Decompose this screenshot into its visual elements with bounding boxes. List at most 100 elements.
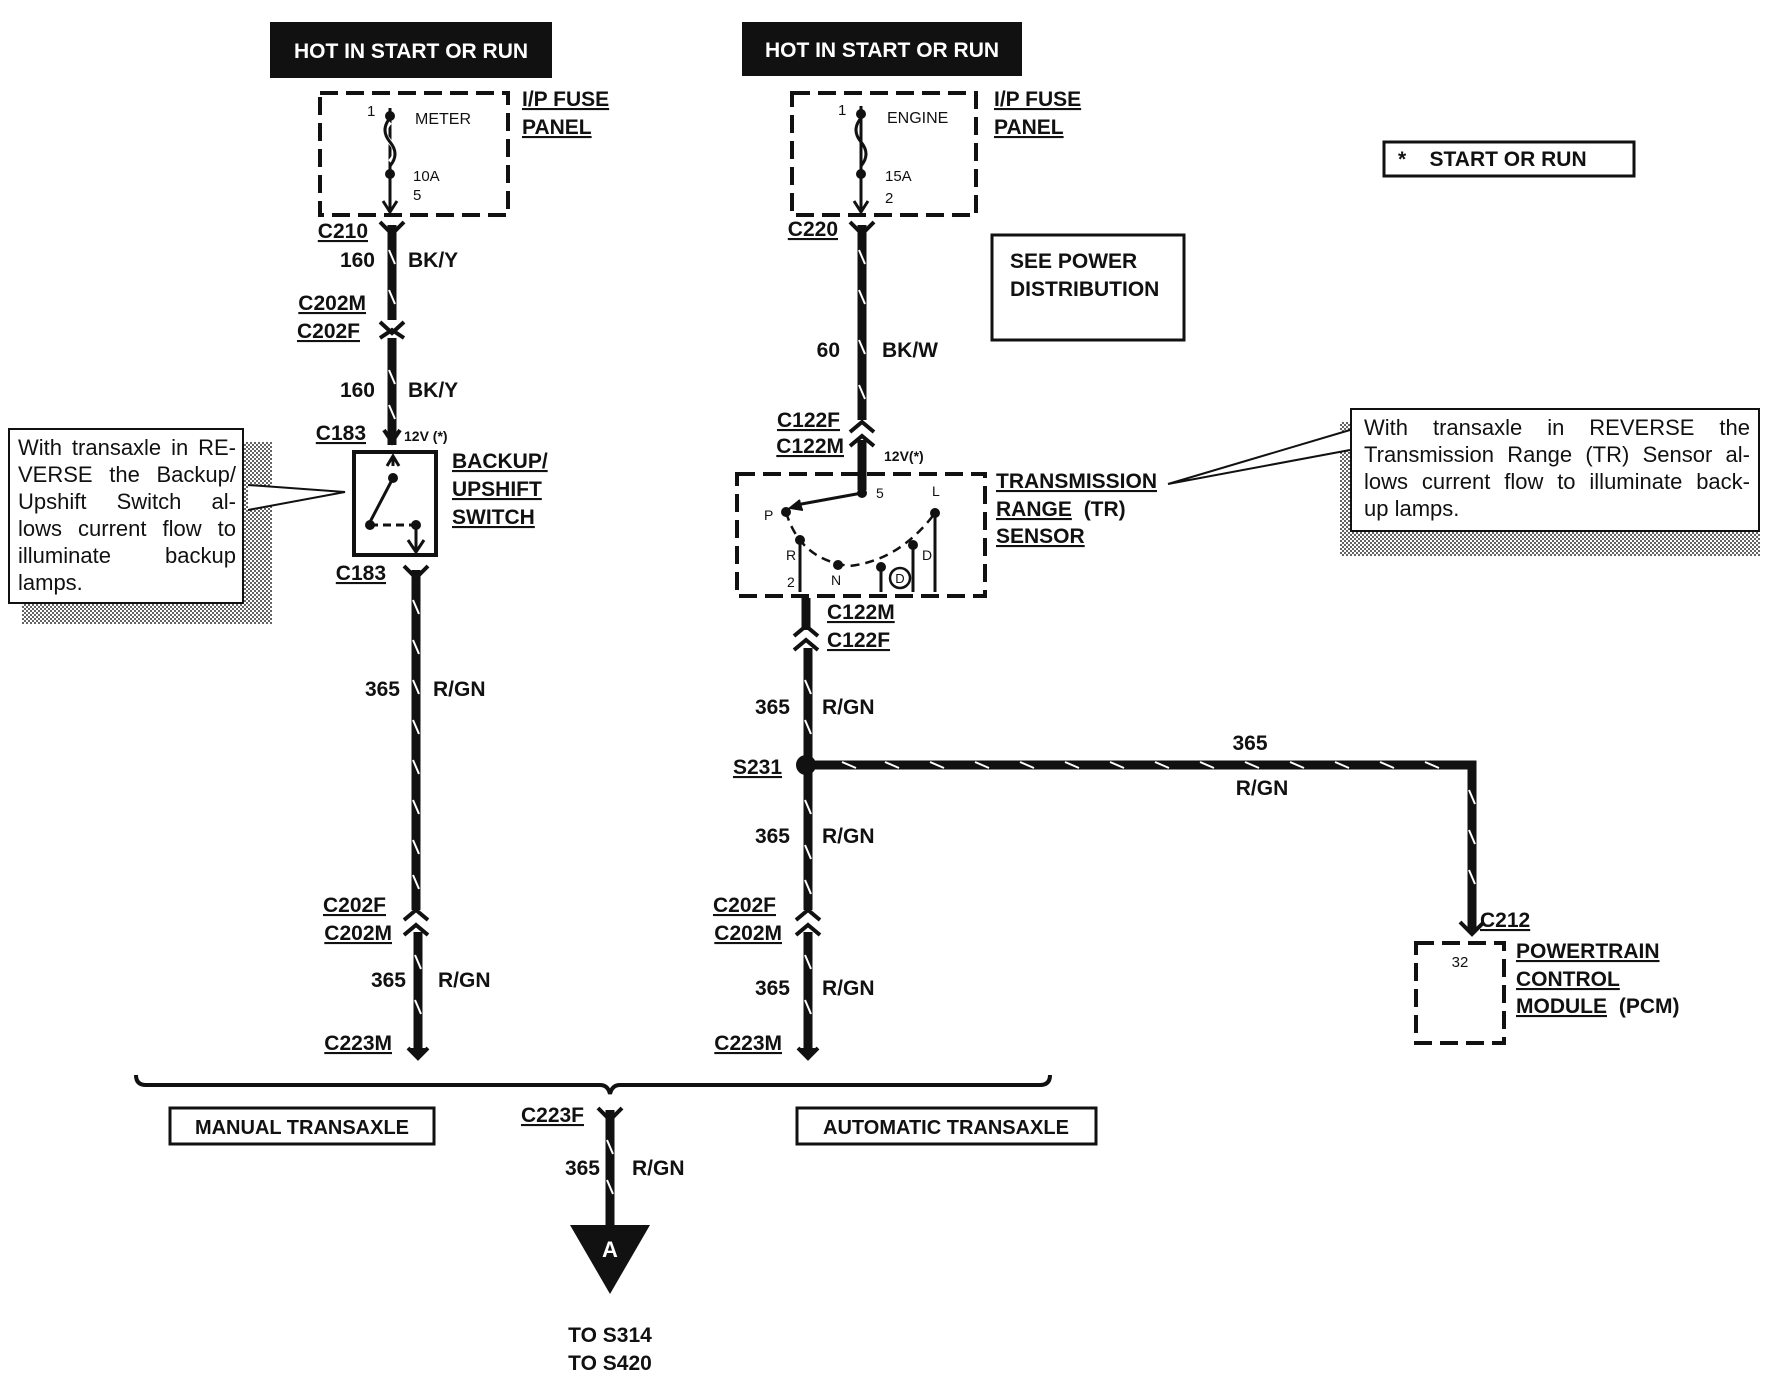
header-right: HOT IN START OR RUN [742,22,1022,76]
note-left-line-2: VERSE the Backup/ [18,462,236,487]
wire-right-365-num-1: 365 [755,696,790,719]
fuse-left-name: METER [415,111,471,128]
wire-right-365-num-2: 365 [755,825,790,848]
wire-right-365-color-1: R/GN [822,696,875,719]
connector-c183-bottom: C183 [336,562,386,585]
voltage-right: 12V(*) [884,448,924,464]
wire-bottom-color: R/GN [632,1157,685,1180]
wire-bottom-num: 365 [565,1157,600,1180]
tr-position-d: D [922,547,932,563]
tr-label-1: TRANSMISSION [996,470,1157,493]
wire-pcm-num: 365 [1232,732,1267,755]
automatic-transaxle-label: AUTOMATIC TRANSAXLE [823,1117,1069,1139]
connector-c202-left-bottom [402,907,430,937]
voltage-left: 12V (*) [404,428,448,444]
header-left-text: HOT IN START OR RUN [294,40,528,63]
fuse-right-panel-1: I/P FUSE [994,88,1081,111]
switch-label-1: BACKUP/ [452,450,548,473]
manual-transaxle-box: MANUAL TRANSAXLE [168,1106,436,1146]
wire-right-365-num-3: 365 [755,977,790,1000]
connector-c122f-top: C122F [777,409,840,432]
connector-c220: C220 [788,218,838,241]
connector-a-letter: A [602,1237,618,1262]
destination-s420: TO S420 [568,1352,652,1375]
wire-left-160-upper [378,220,406,320]
note-left-line-1: With transaxle in RE- [18,435,236,460]
wire-left-365-color-2: R/GN [438,969,491,992]
connector-c122-top [848,419,876,448]
note-left-line-5: illuminate backup [18,543,236,568]
wire-pcm-365 [806,760,1486,937]
note-left: With transaxle in RE- VERSE the Backup/ … [8,428,244,604]
fuse-right-pin-out: 2 [885,190,893,207]
note-left-line-3: Upshift Switch al- [18,489,236,514]
pcm-label-2: CONTROL [1516,968,1620,991]
tr-position-r: R [786,547,796,563]
transaxle-bracket [134,1074,1052,1095]
fuse-right-rating: 15A [885,168,912,185]
tr-label-4: SENSOR [996,525,1085,548]
pcm-label-4: (PCM) [1619,995,1680,1018]
connector-c202m-left: C202M [324,922,392,945]
connector-c210: C210 [318,220,368,243]
tr-position-p: P [764,507,773,523]
tr-pin-bottom: 2 [787,574,795,590]
note-right-pointer [1167,429,1351,485]
connector-c202m-right: C202M [714,922,782,945]
wire-left-160-lower [382,338,402,446]
note-left-pointer [247,484,346,511]
fuse-right-pin-in: 1 [838,102,846,119]
fuse-panel-left: 1 METER 10A 5 I/P FUSE PANEL [318,88,609,217]
connector-c202-left-top [378,320,406,340]
wire-right-365 [803,648,813,910]
wire-right-60-color: BK/W [882,339,938,362]
wire-left-365-upper [402,564,430,910]
wire-pcm-color: R/GN [1236,777,1289,800]
fuse-right-name: ENGINE [887,110,948,127]
connector-c183-top: C183 [316,422,366,445]
tr-position-n: N [831,572,841,588]
note-left-line-6: lamps. [18,570,83,595]
note-right-line-1: With transaxle in REVERSE the [1364,415,1750,440]
power-distribution-box: SEE POWER DISTRIBUTION [990,233,1186,342]
tr-pin-top: 5 [876,485,884,501]
connector-c202f-left: C202F [323,894,386,917]
connector-c202m-top-left: C202M [298,292,366,315]
wire-left-160-num-2: 160 [340,379,375,402]
connector-c122f-bottom: C122F [827,629,890,652]
fuse-left-panel-2: PANEL [522,116,592,139]
connector-c122-bottom [792,623,820,652]
wire-left-365-num-1: 365 [365,678,400,701]
switch-label-3: SWITCH [452,506,535,529]
note-right-line-4: up lamps. [1364,496,1460,521]
tr-position-l: L [932,483,940,499]
wire-left-160-color-1: BK/Y [408,249,458,272]
fuse-panel-right: 1 ENGINE 15A 2 I/P FUSE PANEL [790,88,1081,217]
legend-text: * START OR RUN [1398,148,1587,171]
connector-a-marker: A [570,1225,650,1294]
fuse-left-panel-1: I/P FUSE [522,88,609,111]
connector-c202f-right: C202F [713,894,776,917]
note-right-line-3: lows current flow to illuminate back- [1364,469,1750,494]
backup-upshift-switch [352,450,438,557]
power-box-line-2: DISTRIBUTION [1010,278,1159,301]
note-right-line-2: Transmission Range (TR) Sensor al- [1364,442,1750,467]
wire-left-365-color-1: R/GN [433,678,486,701]
destination-s314: TO S314 [568,1324,652,1347]
tr-label-2: RANGE [996,498,1072,521]
manual-transaxle-label: MANUAL TRANSAXLE [195,1117,409,1139]
connector-s231: S231 [733,756,782,779]
wire-right-365-color-3: R/GN [822,977,875,1000]
note-left-line-4: lows current flow to [18,516,236,541]
wire-right-365-lower [796,932,820,1061]
note-right: With transaxle in REVERSE the Transmissi… [1350,408,1760,532]
pcm-label-3: MODULE [1516,995,1607,1018]
wire-right-60-num: 60 [817,339,840,362]
tr-label-3: (TR) [1084,498,1126,521]
connector-c223m-right: C223M [714,1032,782,1055]
tr-position-overdrive: D [895,571,904,586]
wire-right-365-color-2: R/GN [822,825,875,848]
connector-c212: C212 [1480,909,1530,932]
pcm-module: 32 [1414,941,1506,1045]
